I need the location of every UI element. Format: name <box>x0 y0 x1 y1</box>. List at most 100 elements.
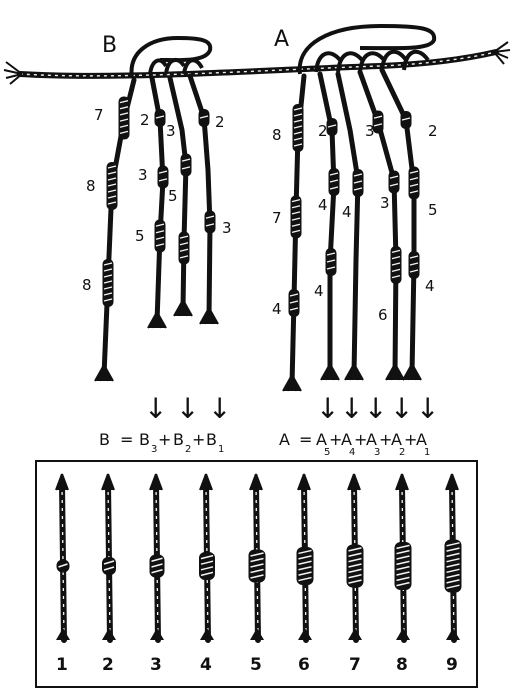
knot-sample <box>199 474 215 640</box>
equation-term: B <box>206 430 217 449</box>
knot-body <box>102 557 116 575</box>
equation-a: A = A 5 + A 4 + A 3 + A 2 + A 1 <box>279 430 430 458</box>
equation-equals: = <box>120 430 133 449</box>
long-knot <box>389 171 400 194</box>
knot-count-label: 7 <box>94 106 104 124</box>
equation-subscript: 3 <box>151 444 157 455</box>
knot-count-label: 4 <box>318 196 328 214</box>
knot-count-label: 5 <box>428 201 438 219</box>
long-knot <box>181 154 192 177</box>
equation-lhs: A <box>279 430 290 449</box>
knot-count-label: 4 <box>342 203 352 221</box>
pendant-cord <box>283 76 304 391</box>
knot-count-label: 2 <box>215 113 225 131</box>
main-cord-right-tassel <box>494 42 510 64</box>
knot-sample-number: 7 <box>349 655 361 675</box>
knot-count-label: 2 <box>318 122 328 140</box>
knot-sample <box>445 474 462 640</box>
knot-sample-number: 4 <box>200 655 212 675</box>
knot-count-label: 3 <box>222 219 232 237</box>
cord-tassel <box>150 474 162 490</box>
cord-tassel <box>298 474 310 490</box>
equation-subscript: 1 <box>218 444 224 455</box>
knot-sample <box>249 474 266 640</box>
cord-tassel <box>321 364 339 380</box>
pendant-cord <box>148 78 169 328</box>
knot-count-label: 3 <box>166 122 176 140</box>
equation-b: B = B 3 + B 2 + B 1 <box>99 430 224 455</box>
equation-subscript: 2 <box>185 444 191 455</box>
equation-plus: + <box>158 430 171 449</box>
cord-tassel <box>283 375 301 391</box>
equation-subscript: 1 <box>424 447 430 458</box>
knot-count-label: 4 <box>425 277 435 295</box>
knot-count-label: 8 <box>82 276 92 294</box>
knot-count-label: 3 <box>365 122 375 140</box>
knot-count-label: 3 <box>380 194 390 212</box>
cord-tassel <box>348 474 360 490</box>
cord-tassel <box>345 364 363 380</box>
cord-tassel <box>95 365 113 381</box>
cord-tassel <box>386 364 404 380</box>
knot-sample <box>102 474 116 640</box>
cord-tassel <box>56 474 68 490</box>
knot-sample-number: 9 <box>446 655 458 675</box>
equation-equals: = <box>299 430 312 449</box>
knot-count-label: 5 <box>168 187 178 205</box>
equation-term: B <box>173 430 184 449</box>
down-arrow-icon: ↓ <box>340 392 363 425</box>
knot-count-label: 8 <box>86 177 96 195</box>
knot-count-label: 3 <box>138 166 148 184</box>
knot-sample <box>150 474 165 640</box>
knot-count-label: 8 <box>272 126 282 144</box>
knot-count-label: 6 <box>378 306 388 324</box>
knot-sample <box>395 474 412 640</box>
knot-sample-numbers: 1 2 3 4 5 6 7 8 9 <box>56 655 458 675</box>
sum-arrows: ↓ ↓ ↓ ↓ ↓ ↓ ↓ ↓ <box>144 392 439 425</box>
pendant-cord <box>190 76 218 324</box>
knot-sample <box>56 474 70 640</box>
knot-sample-number: 2 <box>102 655 114 675</box>
down-arrow-icon: ↓ <box>176 392 199 425</box>
knot-sample-number: 5 <box>250 655 262 675</box>
knot-count-label: 2 <box>140 111 150 129</box>
knot-sample-number: 1 <box>56 655 68 675</box>
cord-tassel <box>446 474 458 490</box>
cord-tassel <box>200 474 212 490</box>
cord-tassel <box>396 474 408 490</box>
knot-sample <box>347 474 364 640</box>
knot-count-label: 5 <box>135 227 145 245</box>
main-cord <box>4 42 510 84</box>
knot-sample <box>297 474 314 640</box>
long-knot <box>158 166 169 189</box>
down-arrow-icon: ↓ <box>316 392 339 425</box>
cord-tassel <box>250 474 262 490</box>
long-knot <box>205 211 216 234</box>
quipu-b-label: B <box>102 33 117 58</box>
knot-count-label: 2 <box>428 122 438 140</box>
cord-tassel <box>148 312 166 328</box>
pendant-cord <box>338 74 364 380</box>
down-arrow-icon: ↓ <box>416 392 439 425</box>
equation-term: B <box>139 430 150 449</box>
cord-tassel <box>403 364 421 380</box>
knot-sample-number: 3 <box>150 655 162 675</box>
knot-count-label: 4 <box>314 282 324 300</box>
equation-plus: + <box>192 430 205 449</box>
knot-count-label: 4 <box>272 300 282 318</box>
down-arrow-icon: ↓ <box>390 392 413 425</box>
knot-samples <box>56 474 462 640</box>
knot-count-label: 7 <box>272 209 282 227</box>
knot-sample-number: 6 <box>298 655 310 675</box>
down-arrow-icon: ↓ <box>208 392 231 425</box>
cord-tassel <box>174 300 192 316</box>
cord-tassel <box>200 308 218 324</box>
pendant-cord <box>320 74 340 380</box>
quipu-a-label: A <box>274 27 289 52</box>
cord-tassel <box>102 474 114 490</box>
down-arrow-icon: ↓ <box>364 392 387 425</box>
main-cord-left-tassel <box>4 62 22 84</box>
down-arrow-icon: ↓ <box>144 392 167 425</box>
equation-lhs: B <box>99 430 110 449</box>
